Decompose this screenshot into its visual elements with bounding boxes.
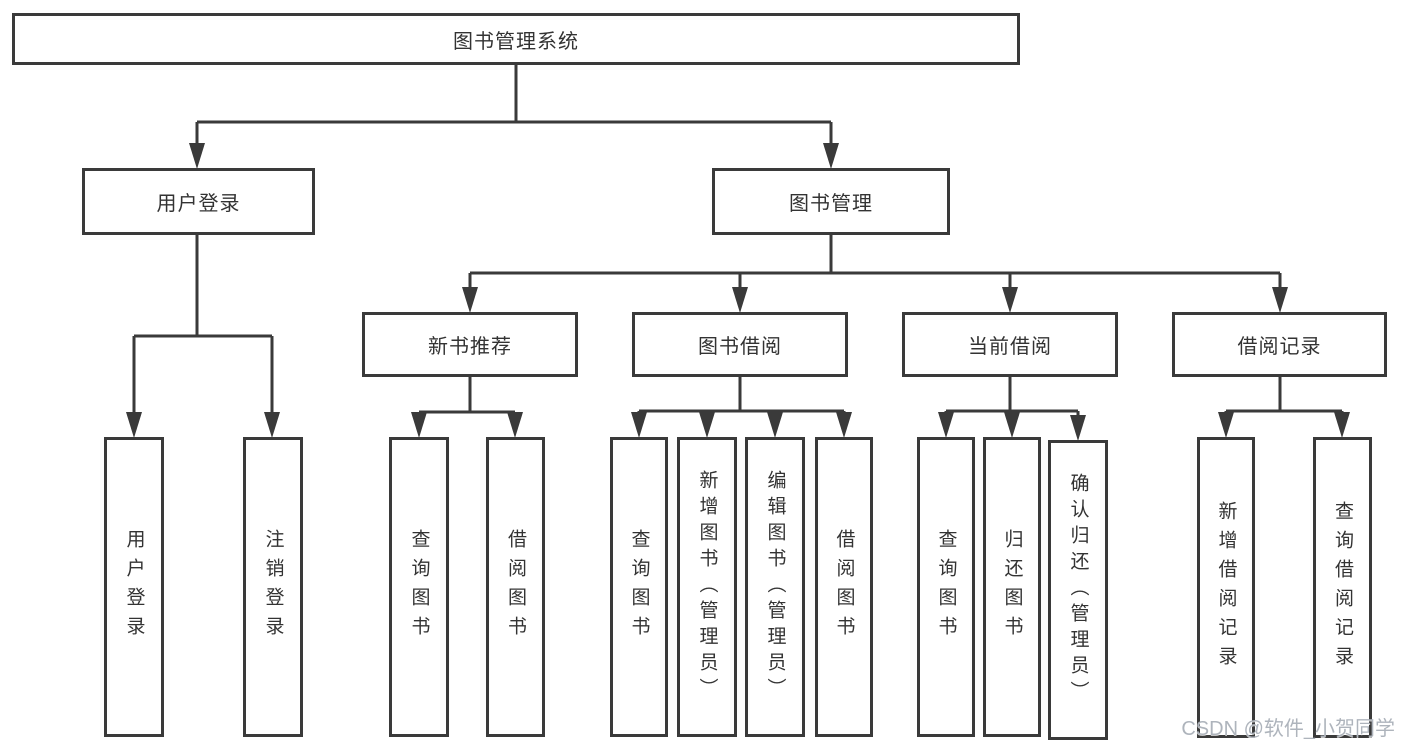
node-label: 图书管理: [789, 193, 873, 215]
leaf-edit-books-admin: 编辑图书（管理员）: [745, 437, 805, 737]
node-label: 新书推荐: [428, 336, 512, 358]
leaf-return-books: 归还图书: [983, 437, 1041, 737]
node-book-borrowing: 图书借阅: [632, 312, 848, 377]
node-label: 查询图书: [935, 529, 957, 645]
leaf-borrow-books-recommend: 借阅图书: [486, 437, 545, 737]
node-label: 当前借阅: [968, 336, 1052, 358]
node-label: 用户登录: [156, 193, 241, 215]
node-label: 借阅记录: [1237, 336, 1322, 358]
csdn-watermark: CSDN @软件_小贺同学: [1181, 718, 1395, 740]
node-label: 查询借阅记录: [1332, 500, 1353, 675]
node-label: 注销登录: [262, 529, 284, 645]
node-label: 借阅图书: [833, 529, 855, 645]
node-label: 确认归还（管理员）: [1067, 473, 1089, 707]
leaf-confirm-return-admin: 确认归还（管理员）: [1048, 440, 1108, 740]
node-current-borrowing: 当前借阅: [902, 312, 1118, 377]
node-label: 图书借阅: [698, 336, 782, 358]
node-user-login: 用户登录: [82, 168, 315, 235]
leaf-query-books-current: 查询图书: [917, 437, 975, 737]
node-label: 查询图书: [628, 529, 650, 645]
node-label: 用户登录: [123, 529, 145, 645]
leaf-query-borrow-record: 查询借阅记录: [1313, 437, 1372, 738]
leaf-query-books-borrow: 查询图书: [610, 437, 668, 737]
leaf-logout: 注销登录: [243, 437, 303, 737]
node-label: 图书管理系统: [453, 30, 579, 53]
node-system-root: 图书管理系统: [12, 13, 1020, 65]
node-label: 归还图书: [1001, 529, 1023, 645]
leaf-add-borrow-record: 新增借阅记录: [1197, 437, 1255, 738]
node-new-book-recommend: 新书推荐: [362, 312, 578, 377]
node-label: 借阅图书: [505, 529, 526, 645]
node-label: 新增图书（管理员）: [696, 470, 718, 704]
node-label: 编辑图书（管理员）: [764, 470, 786, 704]
node-label: 新增借阅记录: [1215, 500, 1237, 675]
leaf-add-books-admin: 新增图书（管理员）: [677, 437, 737, 737]
leaf-borrow-books-borrow: 借阅图书: [815, 437, 873, 737]
node-book-management: 图书管理: [712, 168, 950, 235]
node-borrowing-records: 借阅记录: [1172, 312, 1387, 377]
node-label: 查询图书: [408, 529, 430, 645]
leaf-user-login: 用户登录: [104, 437, 164, 737]
leaf-query-books-recommend: 查询图书: [389, 437, 449, 737]
